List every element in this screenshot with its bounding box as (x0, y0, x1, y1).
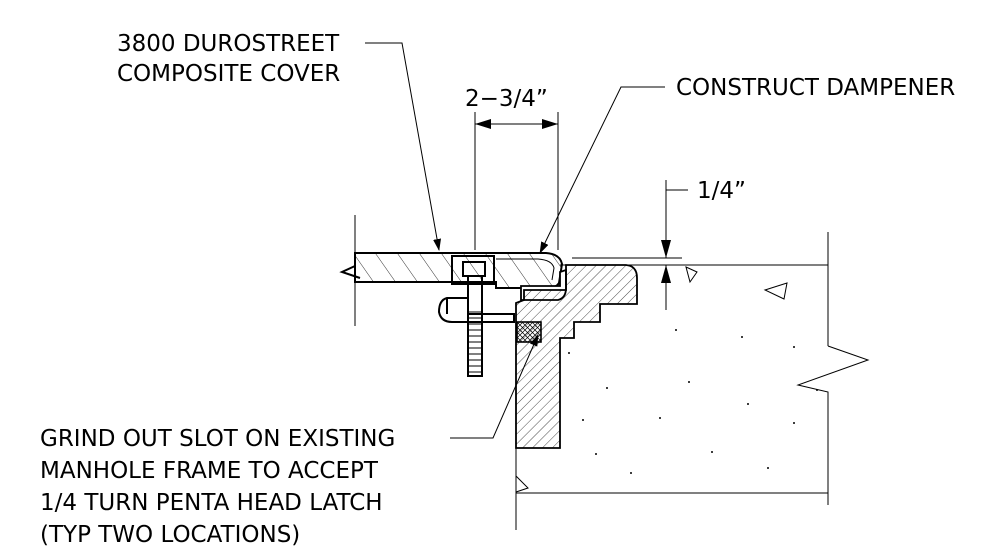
dimension-width: 2−3/4” (465, 86, 559, 250)
composite-cover (339, 215, 564, 326)
penta-head-latch (437, 255, 515, 377)
callout-cover-line1: 3800 DUROSTREET (117, 31, 340, 57)
latch-arm (437, 297, 515, 323)
leader-slot (450, 334, 539, 439)
cover-lip-line (496, 258, 555, 281)
callout-slot-line2: MANHOLE FRAME TO ACCEPT (40, 458, 379, 484)
latch-recess (451, 255, 495, 285)
aggregate-speckles (568, 329, 818, 474)
latch-shank (467, 275, 483, 377)
callout-slot-line4: (TYP TWO LOCATIONS) (40, 522, 300, 548)
cover-break-symbol (339, 265, 361, 279)
dimension-gap-label: 1/4” (697, 178, 746, 204)
dimension-gap: 1/4” (572, 178, 746, 310)
ground-slot (516, 321, 542, 343)
dimension-width-label: 2−3/4” (465, 86, 548, 112)
callout-slot-line3: 1/4 TURN PENTA HEAD LATCH (40, 490, 383, 516)
concrete-slab (515, 232, 870, 530)
leader-dampener (539, 86, 665, 254)
callout-cover-line2: COMPOSITE COVER (117, 61, 340, 87)
cover-slab (354, 252, 564, 289)
callout-slot-line1: GRIND OUT SLOT ON EXISTING (40, 426, 395, 452)
callout-dampener: CONSTRUCT DAMPENER (676, 75, 955, 101)
latch-threads (468, 311, 482, 373)
manhole-frame (515, 264, 638, 449)
leader-cover (365, 42, 442, 251)
